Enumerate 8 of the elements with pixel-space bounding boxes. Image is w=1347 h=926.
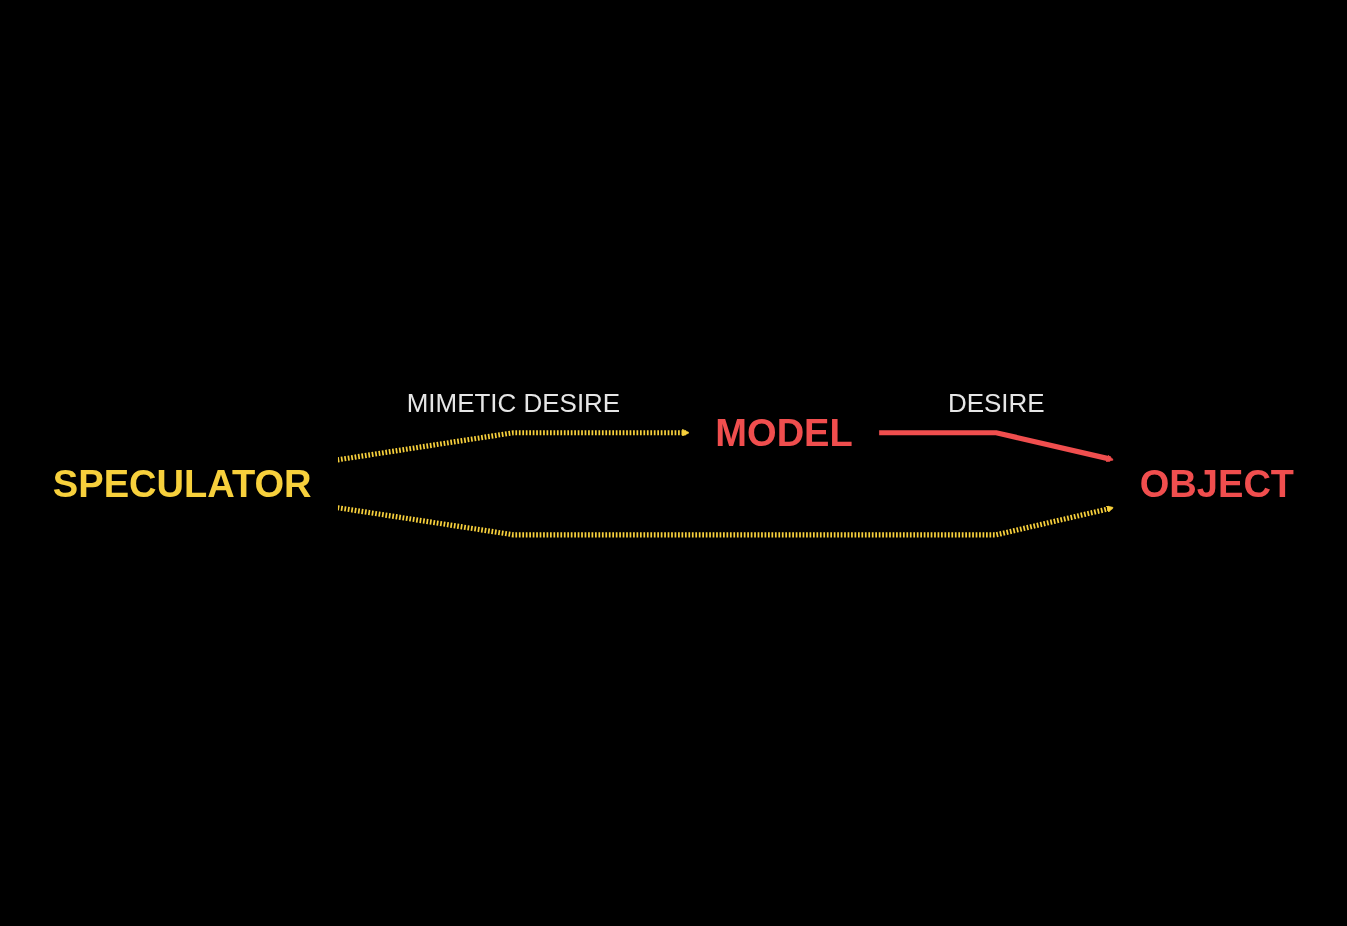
edge-label: DESIRE: [947, 389, 1045, 418]
edge-label: MIMETIC DESIRE: [406, 389, 621, 418]
node-text: OBJECT: [1139, 462, 1295, 505]
arrow: [878, 430, 1115, 463]
node-text: SPECULATOR: [52, 462, 312, 505]
arrow: [337, 428, 690, 463]
arrow: [337, 505, 1115, 538]
node-text: MODEL: [715, 411, 853, 454]
